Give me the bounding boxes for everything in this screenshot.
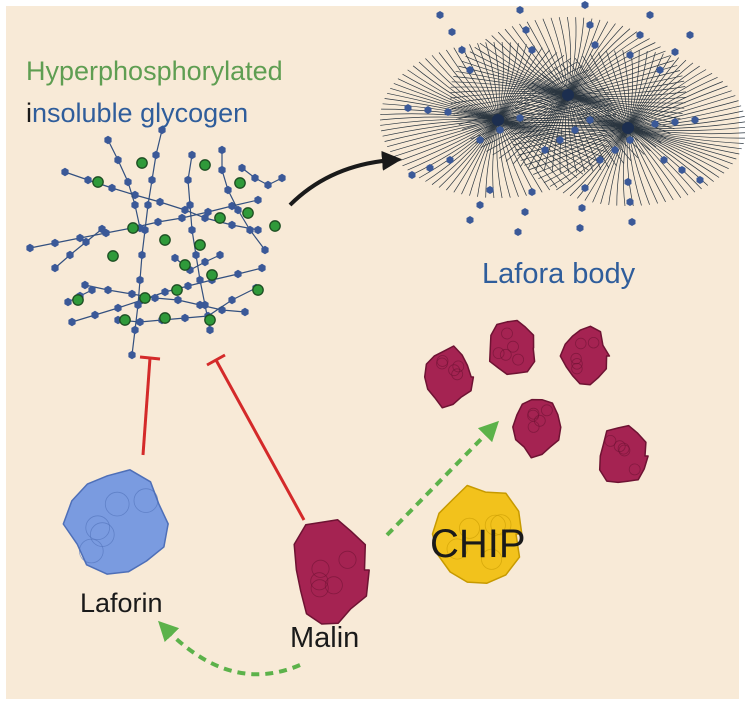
chip-label: CHIP: [430, 522, 526, 566]
laforin-protein-icon: [62, 469, 169, 575]
title-line-1: Hyperphosphorylated: [26, 56, 283, 86]
malin-to-laforin-arrow: [158, 620, 301, 677]
chip-protein-icon: [431, 484, 523, 584]
glycogen-molecule-icon: [26, 125, 286, 360]
laforin-inhibition: [139, 355, 161, 456]
malin-protein-icon: [293, 519, 370, 625]
lafora-body-label: Lafora body: [482, 258, 636, 290]
malin-to-aggregates-arrow: [385, 420, 500, 537]
title-line-2-initial: i: [26, 98, 32, 128]
title-line-2: insoluble glycogen: [26, 98, 248, 129]
malin-label: Malin: [290, 622, 360, 654]
laforin-label: Laforin: [80, 588, 163, 618]
aggregation-arrow: [288, 150, 402, 207]
malin-aggregates: [423, 319, 649, 484]
lafora-body-icon: [379, 1, 745, 236]
malin-inhibition: [206, 353, 306, 521]
title-line-2-rest: nsoluble glycogen: [32, 98, 249, 128]
